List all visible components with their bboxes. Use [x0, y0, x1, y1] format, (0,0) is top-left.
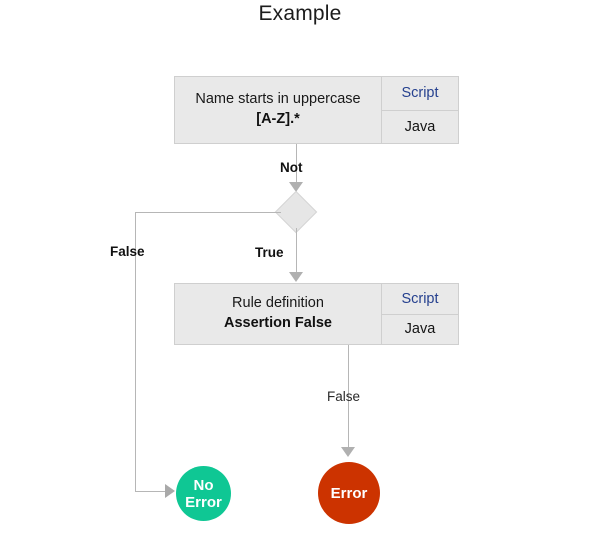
rule-two-title: Rule definition — [232, 294, 324, 311]
edge-true-arrow — [289, 272, 303, 282]
rule-two-script-link[interactable]: Script — [382, 284, 458, 315]
edge-label-not: Not — [280, 160, 303, 175]
terminal-error[interactable]: Error — [318, 462, 380, 524]
rule-two-value: Assertion False — [224, 314, 332, 331]
no-error-line-1: No — [193, 476, 214, 494]
rule-one-title: Name starts in uppercase — [195, 90, 361, 107]
terminal-no-error[interactable]: No Error — [176, 466, 231, 521]
edge-rule-one-to-decision-arrow — [289, 182, 303, 192]
diagram-title: Example — [258, 2, 342, 25]
edge-label-true: True — [255, 245, 284, 260]
edge-false-arrow-to-no-error — [165, 484, 175, 498]
rule-one-language-label: Java — [404, 118, 436, 135]
rule-two-main-cell: Rule definition Assertion False — [175, 284, 382, 344]
edge-rule-two-to-error-line — [348, 345, 349, 455]
no-error-label: No Error — [185, 477, 222, 511]
rule-one-value: [A-Z].* — [256, 110, 300, 127]
error-label: Error — [331, 485, 368, 502]
error-line-1: Error — [330, 484, 368, 502]
edge-false-vertical — [135, 212, 136, 491]
no-error-line-2: Error — [185, 493, 222, 511]
edge-label-false-decision: False — [110, 244, 145, 259]
rule-node-name-starts-in-uppercase[interactable]: Name starts in uppercase [A-Z].* Script … — [174, 76, 459, 144]
rule-node-rule-definition[interactable]: Rule definition Assertion False Script J… — [174, 283, 459, 345]
edge-rule-two-to-error-arrow — [341, 447, 355, 457]
edge-false-horizontal-top — [135, 212, 281, 213]
edge-false-horizontal-bottom — [135, 491, 167, 492]
decision-diamond[interactable] — [274, 190, 318, 234]
rule-two-language-label: Java — [404, 321, 436, 338]
edge-label-false-assertion: False — [327, 389, 361, 404]
rule-one-script-link[interactable]: Script — [382, 77, 458, 111]
edge-true-vertical — [296, 228, 297, 275]
rule-two-side-cells: Script Java — [382, 284, 458, 344]
edge-rule-one-to-decision-line — [296, 144, 297, 192]
rule-one-side-cells: Script Java — [382, 77, 458, 143]
rule-one-main-cell: Name starts in uppercase [A-Z].* — [175, 77, 382, 143]
